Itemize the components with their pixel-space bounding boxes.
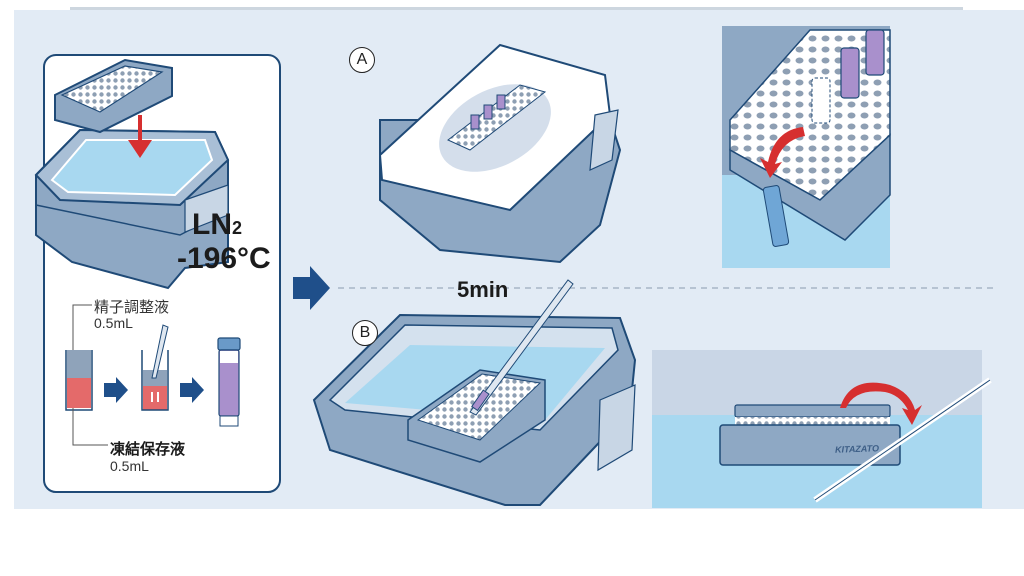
down-arrow-icon — [128, 115, 152, 158]
rack-lowering — [54, 58, 173, 134]
step-b-box — [312, 279, 637, 506]
brand-label: KITAZATO — [834, 443, 880, 455]
step-a-box — [378, 43, 622, 264]
temperature-label: -196°C — [177, 242, 271, 275]
sperm-solution-volume: 0.5mL — [94, 315, 133, 331]
step-b-badge: B — [352, 320, 378, 346]
main-step-arrow-icon — [293, 266, 330, 310]
freezing-medium-volume: 0.5mL — [110, 458, 149, 474]
ln2-label: LN2 — [192, 208, 243, 241]
sperm-solution-label: 精子調整液 — [94, 299, 170, 316]
step-arrow-icon — [180, 377, 204, 403]
beaker-mixing — [141, 324, 169, 411]
step-arrow-icon — [104, 377, 128, 403]
timer-label: 5min — [457, 277, 509, 302]
curved-arrow-icon — [840, 382, 922, 425]
step-a-badge: A — [349, 47, 375, 73]
left-panel — [34, 54, 281, 493]
freezing-medium-label: 凍結保存液 — [110, 441, 186, 458]
step-b-inset — [652, 350, 992, 508]
cryovial — [217, 337, 241, 427]
top-divider — [70, 7, 963, 10]
drop-arrow-icon — [760, 127, 805, 178]
beaker-before — [65, 350, 93, 411]
step-a-inset — [722, 26, 891, 268]
ln2-container — [34, 128, 230, 290]
